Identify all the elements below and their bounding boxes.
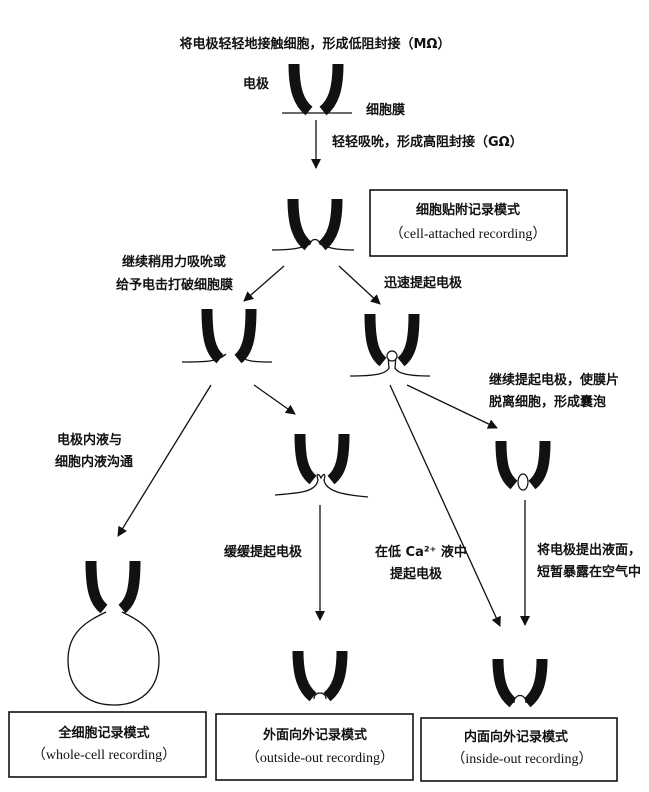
mode-whole-cell-zh: 全细胞记录模式 — [57, 725, 149, 741]
mode-box-cell-attached — [369, 189, 568, 257]
electrode-wall-left — [85, 560, 108, 614]
arrow-to-broken — [243, 265, 285, 302]
mode-inside-out-zh: 内面向外记录模式 — [464, 729, 568, 745]
mode-outside-out-en: （outside-out recording） — [246, 750, 394, 766]
vesicle-label-2: 脱离细胞，形成囊泡 — [489, 394, 606, 410]
electrode-wall-left — [294, 433, 317, 485]
air-exposure-label-2: 短暂暴露在空气中 — [537, 564, 641, 580]
electrode-broken-membrane — [201, 308, 257, 364]
electrode-initial — [288, 63, 344, 116]
membrane-cell-attached — [271, 238, 355, 251]
electrode-wall-left — [287, 198, 312, 251]
electrode-wall-right — [234, 308, 257, 364]
arrow-to-inside-out-direct — [389, 384, 501, 627]
electrode-wall-right — [118, 560, 141, 614]
mode-box-whole-cell — [8, 711, 207, 778]
communication-label-2: 细胞内液沟通 — [55, 454, 133, 470]
membrane-broken — [181, 353, 273, 363]
vesicle-label-1: 继续提起电极，使膜片 — [489, 372, 619, 388]
membrane-outside-out-forming — [274, 473, 369, 498]
electrode-inside-out — [492, 658, 548, 708]
electrode-whole-cell — [85, 560, 141, 614]
electrode-wall-right — [523, 658, 548, 708]
electrode-label: 电极 — [243, 76, 270, 92]
break-membrane-label-2: 给予电击打破细胞膜 — [116, 277, 233, 293]
air-exposure-label-1: 将电极提出液面， — [537, 542, 641, 558]
electrode-wall-left — [288, 63, 313, 116]
electrode-wall-left — [364, 313, 387, 367]
arrow-to-vesicle — [406, 384, 498, 429]
mode-cell-attached-en: （cell-attached recording） — [390, 226, 547, 242]
electrode-wall-right — [397, 313, 420, 367]
electrode-outside-out-forming — [294, 433, 350, 485]
gentle-suction-label: 轻轻吸吮，形成高阻封接（GΩ） — [332, 134, 523, 150]
low-ca-label-1: 在低 Ca²⁺ 液中 — [375, 544, 467, 560]
whole-cell-membrane — [67, 611, 160, 706]
electrode-wall-left — [495, 440, 518, 490]
electrode-wall-right — [327, 433, 350, 485]
vesicle — [517, 473, 529, 491]
mode-inside-out-en: （inside-out recording） — [451, 751, 592, 767]
electrode-cell-attached — [287, 198, 343, 251]
slow-pull-label: 缓缓提起电极 — [224, 544, 303, 560]
break-membrane-label-1: 继续稍用力吸吮或 — [122, 254, 226, 270]
arrow-to-outside-out — [253, 384, 296, 415]
electrode-outside-out — [292, 650, 348, 702]
electrode-vesicle — [495, 440, 551, 490]
communication-label-1: 电极内液与 — [57, 432, 122, 448]
electrode-wall-left — [201, 308, 224, 364]
electrode-wall-right — [528, 440, 551, 490]
electrode-pulled — [364, 313, 420, 367]
low-ca-label-2: 提起电极 — [390, 566, 443, 582]
mode-box-outside-out — [215, 713, 414, 781]
arrow-to-pulled — [338, 265, 381, 305]
electrode-wall-left — [292, 650, 317, 702]
mode-cell-attached-zh: 细胞贴附记录模式 — [416, 202, 520, 218]
title: 将电极轻轻地接触细胞，形成低阻封接（MΩ） — [180, 36, 451, 52]
membrane-bleb — [386, 350, 398, 362]
mode-box-inside-out — [420, 717, 618, 782]
inside-out-patch — [513, 694, 527, 704]
electrode-wall-right — [319, 63, 344, 116]
electrode-wall-right — [323, 650, 348, 702]
mode-outside-out-zh: 外面向外记录模式 — [262, 727, 367, 743]
electrode-wall-right — [318, 198, 343, 251]
outside-out-patch — [313, 692, 327, 700]
mode-whole-cell-en: （whole-cell recording） — [32, 747, 176, 763]
electrode-wall-left — [492, 658, 517, 708]
arrow-to-whole-cell — [117, 384, 212, 537]
membrane-label: 细胞膜 — [366, 102, 405, 118]
quick-pull-label: 迅速提起电极 — [384, 275, 463, 291]
